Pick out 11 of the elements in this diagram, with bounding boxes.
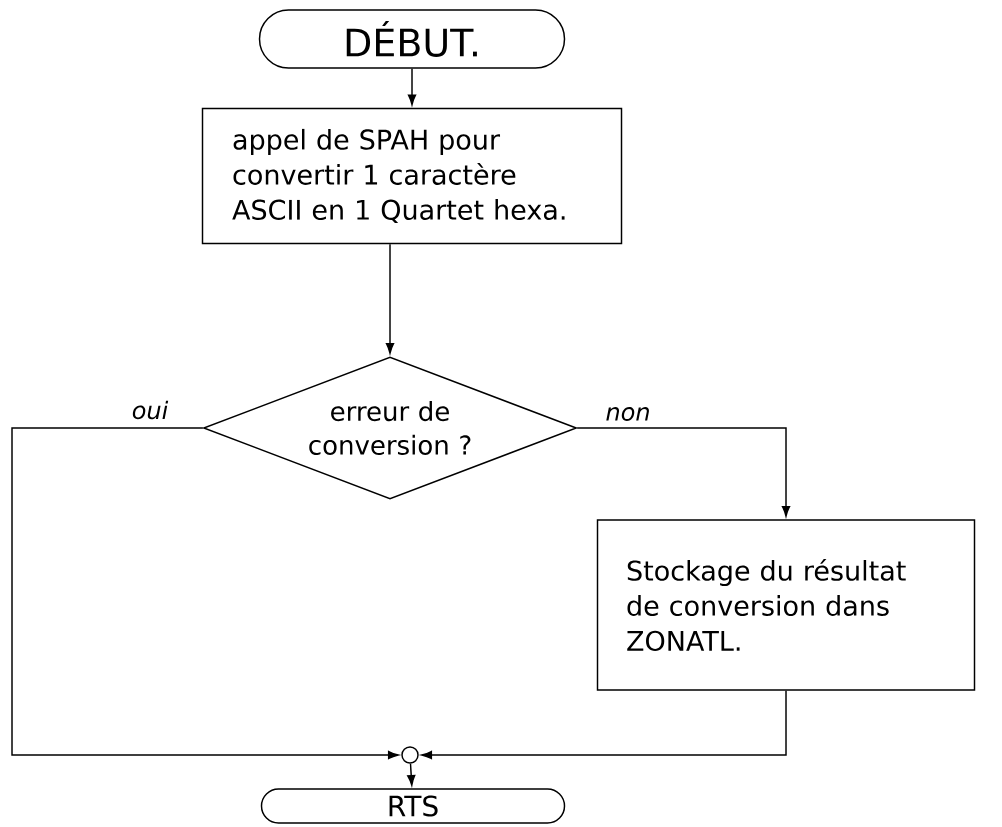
process-box: Stockage du résultat de conversion dans ZONATL. <box>596 519 976 691</box>
arrow <box>407 762 416 786</box>
edge-label: non <box>604 405 652 423</box>
edge-label: oui <box>130 399 170 421</box>
arrow <box>576 427 791 517</box>
process-box: appel de SPAH pour convertir 1 caractère ASCII en 1 Quartet hexa. <box>201 107 623 245</box>
junction-circle <box>401 746 419 764</box>
arrow <box>421 690 787 760</box>
arrow <box>385 243 395 354</box>
arrow <box>407 68 417 106</box>
arrow <box>11 427 399 760</box>
